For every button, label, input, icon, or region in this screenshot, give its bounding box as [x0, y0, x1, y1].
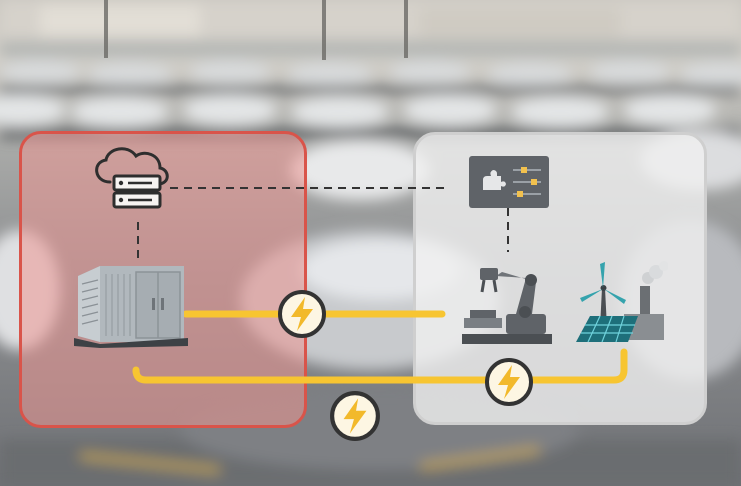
lightning-bolt-icon — [485, 358, 533, 406]
wind-turbine-solar-factory-icon — [576, 261, 668, 343]
lightning-bolt-icon — [278, 290, 326, 338]
robotic-arm-icon — [462, 268, 552, 344]
battery-storage-icon — [74, 266, 188, 348]
control-panel-icon — [469, 156, 549, 208]
cloud-server-icon — [95, 147, 169, 209]
power-line-renewables-to-storage — [132, 348, 628, 384]
lightning-bolt-icon — [330, 391, 380, 441]
